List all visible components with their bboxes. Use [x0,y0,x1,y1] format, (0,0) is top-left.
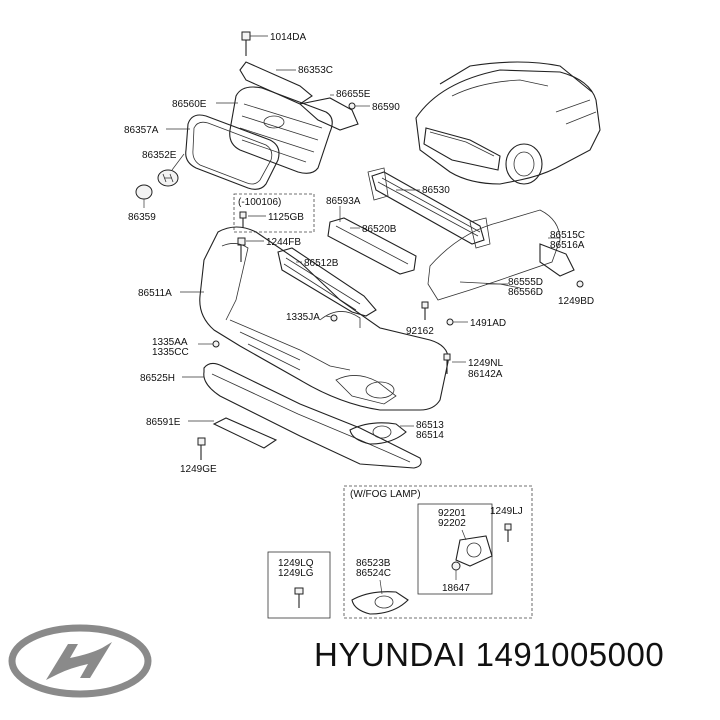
grille-86560E [216,86,333,174]
label-1244FB: 1244FB [266,237,301,248]
lower-lip-86525H [182,362,422,469]
label-1491AD: 1491AD [470,318,506,329]
clip-1491AD [446,318,468,326]
label-86142A: 86142A [468,369,503,380]
hyundai-logo-icon [8,624,152,698]
label-86560E: 86560E [172,99,207,110]
label-1249LJ: 1249LJ [490,506,523,517]
label-86530: 86530 [422,185,450,196]
screw-1249LQ [294,587,304,608]
variant-box-100106 [233,193,315,233]
label-1335AA: 1335AA [152,337,188,348]
label-1249LQ: 1249LQ [278,558,314,569]
label-86556D: 86556D [508,287,543,298]
emblem-86359 [135,184,153,208]
label-86555D: 86555D [508,277,543,288]
label-86524C: 86524C [356,568,391,579]
bolt-1125GB [239,211,266,228]
label-1249NL: 1249NL [468,358,503,369]
label-1125GB: 1125GB [268,212,304,223]
label-86511A: 86511A [138,288,172,299]
screw-92162 [421,301,429,320]
label-1249GE: 1249GE [180,464,217,475]
fog-cover-86513 [349,422,414,445]
fender-bracket [427,209,584,301]
label-1249LG: 1249LG [278,568,314,579]
label-86593A: 86593A [326,196,361,207]
label-1014DA: 1014DA [270,32,306,43]
label-86525H: 86525H [140,373,175,384]
clip-1335JA [325,314,338,322]
plate-86591E [188,417,278,449]
label-86590: 86590 [372,102,400,113]
label-86352E: 86352E [142,150,177,161]
clip-86655E [298,94,370,131]
bolt-1014DA [241,31,268,56]
label-86516A: 86516A [550,240,585,251]
label-92162: 92162 [406,326,434,337]
fog-lamp-92201 [455,529,493,567]
beam-86530 [367,167,491,249]
bracket-86353C [239,61,313,105]
label-92201: 92201 [438,508,466,519]
label-86353C: 86353C [298,65,333,76]
label-92202: 92202 [438,518,466,529]
label-1335CC: 1335CC [152,347,189,358]
label-86359: 86359 [128,212,156,223]
screw-1249LJ [504,523,512,542]
absorber-86520B [327,217,417,275]
label-86515C: 86515C [550,230,585,241]
brand-part-number: HYUNDAI 1491005000 [314,636,665,673]
bulb-18647 [451,561,461,580]
label-86514: 86514 [416,430,444,441]
label-86591E: 86591E [146,417,181,428]
bolt-1244FB [237,237,264,262]
fog-lamp-inner-box [417,503,493,595]
clip-1335AA [198,340,220,348]
vehicle-sketch [415,61,601,185]
emblem-86352E [157,153,185,187]
label-18647: 18647 [442,583,470,594]
fog-cover-86523B [351,579,409,615]
label-86523B: 86523B [356,558,391,569]
bolt-1249GE [197,437,206,460]
bolt-1249NL [443,353,466,374]
label-fog-lamp: (W/FOG LAMP) [350,489,421,500]
screw-box-1249LQ [267,551,331,619]
label-86357A: 86357A [124,125,159,136]
bumper-cover-86511A [180,226,449,411]
label-86520B: 86520B [362,224,397,235]
label-86513: 86513 [416,420,444,431]
label-86512B: 86512B [304,258,339,269]
molding-86357A [166,114,280,190]
label-1249BD: 1249BD [558,296,594,307]
label-1335JA: 1335JA [286,312,320,323]
label-86655E: 86655E [336,89,371,100]
label-100106: (-100106) [238,197,281,208]
